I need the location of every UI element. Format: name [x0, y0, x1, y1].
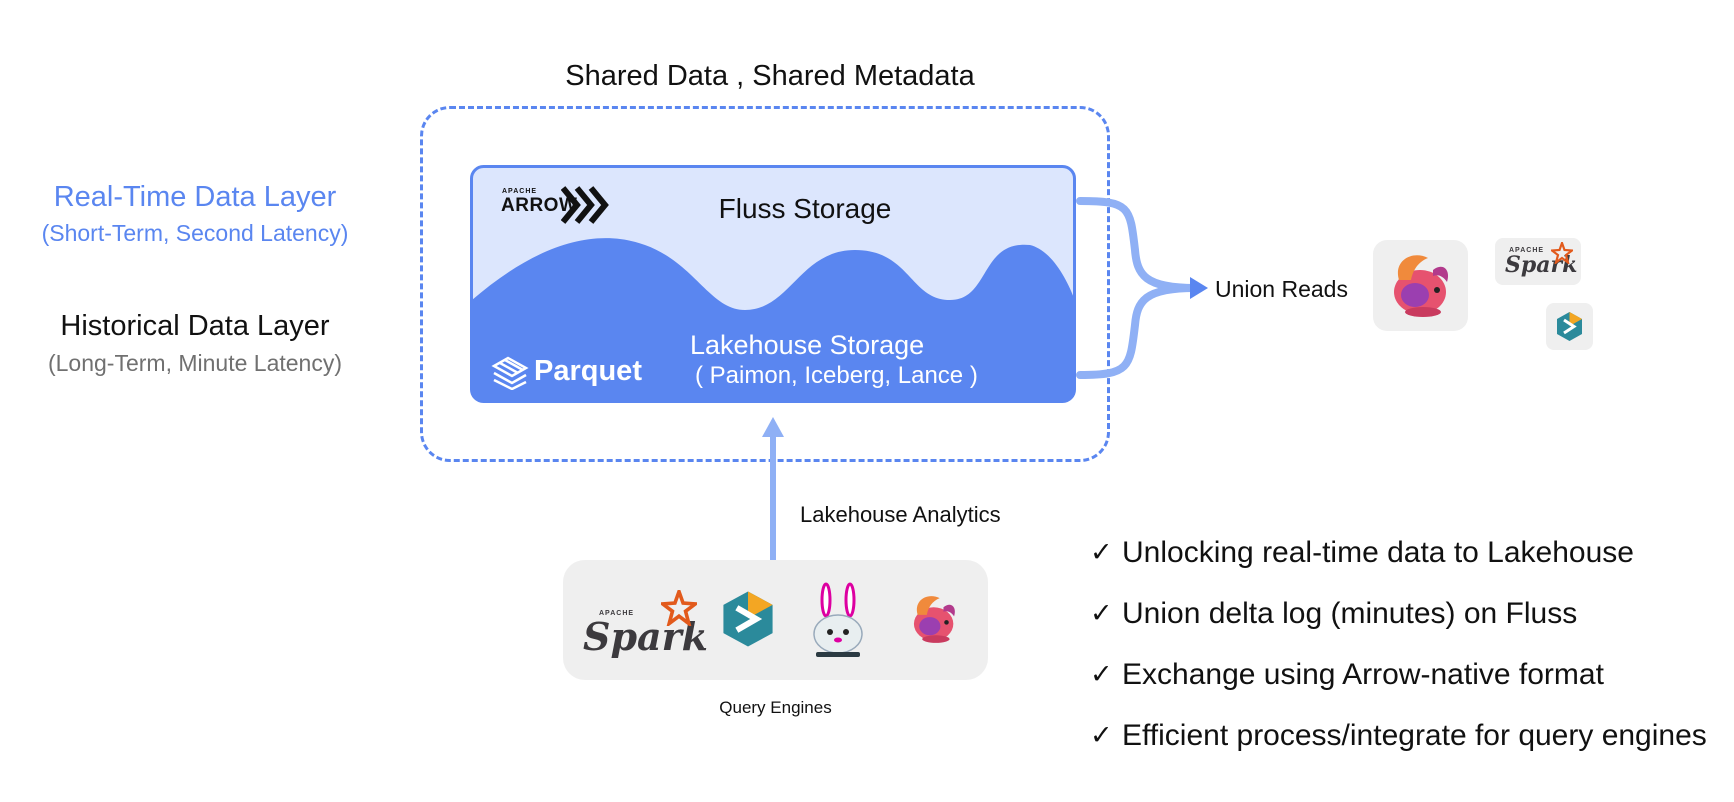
- realtime-layer-subtitle: (Short-Term, Second Latency): [41, 220, 349, 246]
- union-flink-card: [1373, 240, 1468, 331]
- list-item: ✓ Exchange using Arrow-native format: [1090, 644, 1707, 705]
- starrocks-icon: [1557, 312, 1582, 341]
- spark-logo-apache-text: APACHE: [599, 610, 635, 617]
- fluss-storage-label: Fluss Storage: [718, 193, 892, 224]
- check-icon: ✓: [1090, 720, 1113, 750]
- flink-squirrel-icon: [913, 596, 955, 643]
- realtime-layer-title: Real-Time Data Layer: [53, 181, 337, 213]
- flink-squirrel-icon: [1394, 255, 1449, 317]
- list-item: ✓ Union delta log (minutes) on Fluss: [1090, 583, 1707, 644]
- query-engines-label: Query Engines: [719, 698, 832, 717]
- lakehouse-analytics-arrow: [762, 417, 784, 563]
- historical-layer-title: Historical Data Layer: [60, 310, 330, 342]
- arrow-chevrons-icon: [561, 186, 609, 224]
- query-engines-card: APACHE Spark: [563, 560, 988, 680]
- list-item: ✓ Unlocking real-time data to Lakehouse: [1090, 522, 1707, 583]
- check-icon: ✓: [1090, 537, 1113, 567]
- storage-box: [470, 165, 1076, 403]
- arrow-logo-text: ARROW: [501, 195, 578, 216]
- benefit-text: Unlocking real-time data to Lakehouse: [1122, 535, 1634, 569]
- union-spark-card: APACHE Spark: [1495, 238, 1581, 285]
- union-reads-brace: [1076, 197, 1208, 379]
- list-item: ✓ Efficient process/integrate for query …: [1090, 705, 1707, 766]
- lakehouse-analytics-label: Lakehouse Analytics: [800, 502, 1001, 527]
- spark-star-icon: [661, 590, 697, 626]
- starrocks-icon: [723, 591, 773, 647]
- union-reads-label: Union Reads: [1215, 276, 1348, 302]
- shared-boundary-frame: [420, 106, 1110, 462]
- benefit-text: Exchange using Arrow-native format: [1122, 657, 1604, 691]
- shared-data-title: Shared Data , Shared Metadata: [565, 60, 975, 92]
- check-icon: ✓: [1090, 598, 1113, 628]
- check-icon: ✓: [1090, 659, 1113, 689]
- benefits-list: ✓ Unlocking real-time data to Lakehouse …: [1090, 522, 1707, 766]
- lakehouse-formats-label: ( Paimon, Iceberg, Lance ): [695, 362, 978, 389]
- lakehouse-storage-label: Lakehouse Storage: [690, 330, 925, 360]
- parquet-logo-text: Parquet: [534, 355, 642, 387]
- arrow-logo-apache-text: APACHE: [502, 188, 538, 195]
- parquet-logo-icon: [491, 356, 529, 390]
- trino-bunny-icon: [813, 582, 863, 657]
- union-starrocks-card: [1546, 303, 1593, 350]
- spark-star-icon: [1551, 242, 1573, 264]
- spark-logo-apache-text: APACHE: [1509, 247, 1545, 254]
- historical-layer-subtitle: (Long-Term, Minute Latency): [47, 350, 342, 376]
- benefit-text: Union delta log (minutes) on Fluss: [1122, 596, 1578, 630]
- lakehouse-storage-region: [472, 238, 1074, 401]
- benefit-text: Efficient process/integrate for query en…: [1122, 718, 1707, 752]
